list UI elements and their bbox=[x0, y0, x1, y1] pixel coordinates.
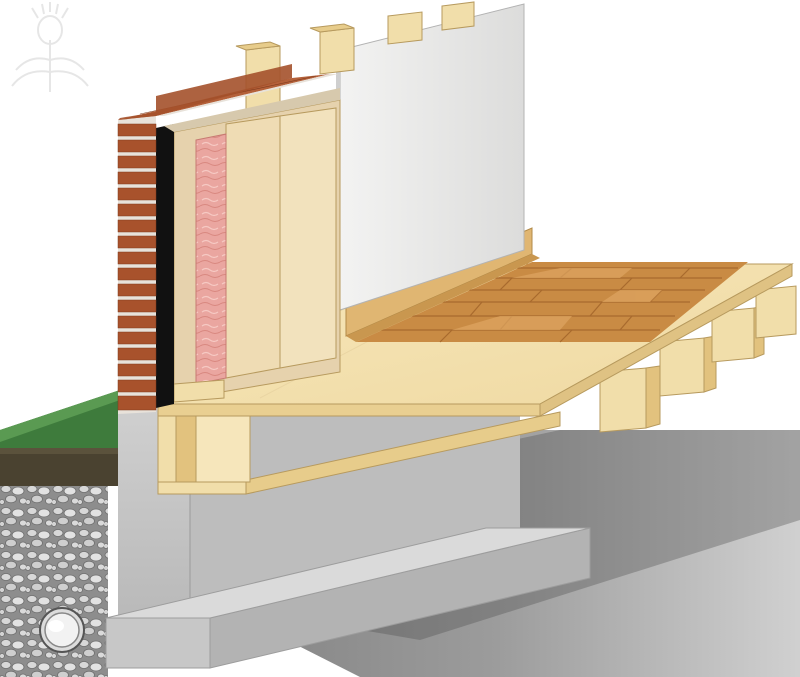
sole-plate bbox=[173, 379, 225, 403]
topsoil bbox=[0, 448, 120, 486]
watermark-thistle-logo bbox=[11, 2, 89, 92]
footing bbox=[105, 527, 591, 669]
insulation-batt bbox=[195, 133, 227, 385]
brick-veneer bbox=[117, 64, 338, 414]
sill-plate bbox=[157, 411, 561, 495]
rim-joist bbox=[157, 415, 251, 483]
lawn-grass bbox=[0, 390, 120, 450]
hardwood-flooring bbox=[356, 262, 748, 343]
drain-pipe bbox=[39, 607, 85, 653]
floor-joist bbox=[599, 285, 797, 433]
air-gap bbox=[156, 88, 340, 408]
